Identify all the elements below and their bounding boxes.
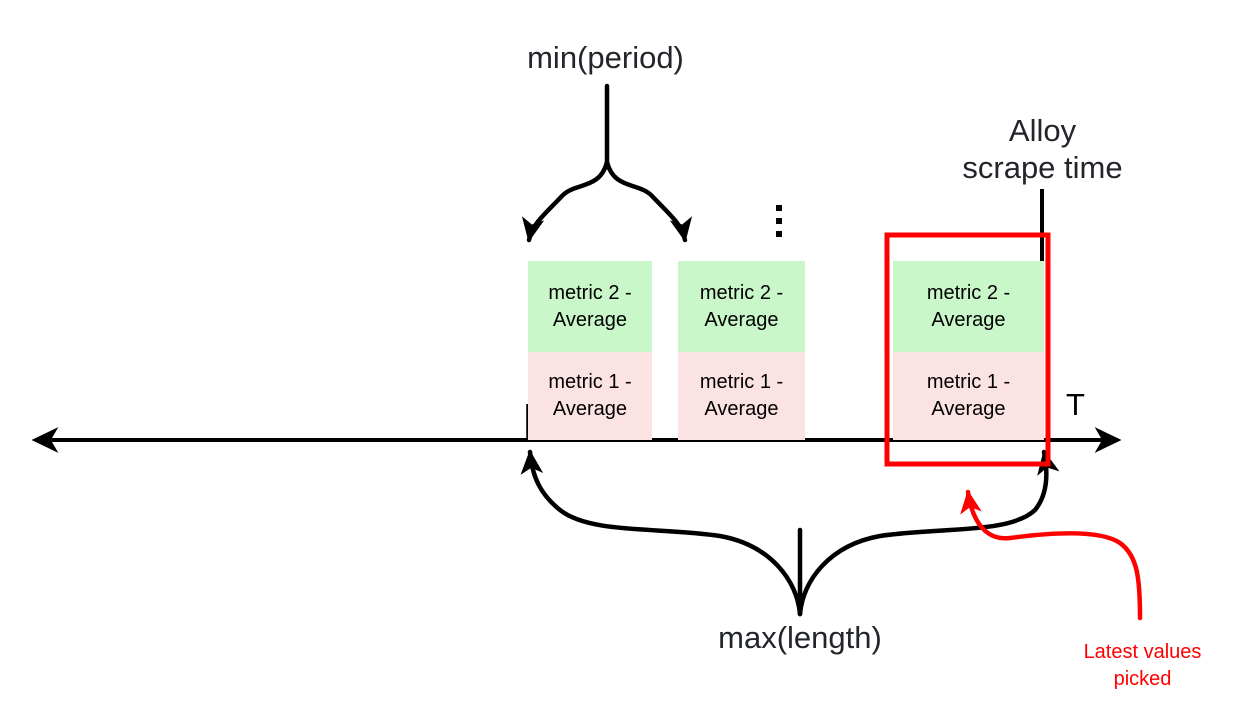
metric-block-2-metric-1-label: metric 1 - Average <box>678 369 805 423</box>
latest-values-picked-label: Latest values picked <box>1060 639 1225 693</box>
metric-block-1-metric-1-line-2: Average <box>552 398 628 420</box>
metric-block-1-metric-2-segment[interactable]: metric 2 - Average <box>528 261 652 352</box>
metric-block-1-metric-1-label: metric 1 - Average <box>528 369 652 423</box>
metric-block-1-metric-2-line-2: Average <box>552 308 628 331</box>
metric-block-2-metric-1-line-2: Average <box>704 398 779 420</box>
metric-block-3-metric-2-line-1: metric 2 - <box>926 281 1011 304</box>
metric-block-3-metric-1-line-2: Average <box>931 398 1006 420</box>
alloy-scrape-time-label: Alloy scrape time <box>930 113 1155 186</box>
metric-block-1-metric-2-label: metric 2 - Average <box>528 280 652 334</box>
metric-block-3-metric-2-segment[interactable]: metric 2 - Average <box>893 261 1044 352</box>
vertical-ellipsis-icon <box>776 205 782 237</box>
metric-block-2-metric-2-label: metric 2 - Average <box>678 280 805 334</box>
metric-block-2-metric-2-line-1: metric 2 - <box>699 281 784 304</box>
time-axis-label: T <box>1066 387 1085 422</box>
metric-block-3-metric-2-line-2: Average <box>931 308 1006 331</box>
min-period-label: min(period) <box>527 40 684 75</box>
metric-block-2-metric-2-segment[interactable]: metric 2 - Average <box>678 261 805 352</box>
ellipsis-dot <box>776 205 782 211</box>
metric-block-2-metric-1-line-1: metric 1 - <box>699 371 784 393</box>
metric-block-3[interactable]: metric 2 - Average metric 1 - Average <box>893 261 1044 440</box>
alloy-scrape-time-line-1: Alloy <box>1008 113 1077 148</box>
metric-block-1[interactable]: metric 2 - Average metric 1 - Average <box>528 261 652 440</box>
latest-values-callout-arrow <box>960 489 1143 621</box>
max-length-label: max(length) <box>718 620 882 655</box>
metric-block-2[interactable]: metric 2 - Average metric 1 - Average <box>678 261 805 440</box>
metric-block-3-metric-1-line-1: metric 1 - <box>926 371 1011 393</box>
metric-block-3-metric-1-label: metric 1 - Average <box>893 369 1044 423</box>
max-length-brace <box>520 449 1060 617</box>
metric-block-2-metric-2-line-2: Average <box>704 308 779 331</box>
latest-values-highlight-rect <box>884 232 1051 467</box>
latest-values-picked-line-2: picked <box>1113 668 1172 690</box>
latest-values-picked-line-1: Latest values <box>1083 641 1202 663</box>
metric-block-1-metric-2-line-1: metric 2 - <box>548 281 632 304</box>
metric-block-1-metric-1-line-1: metric 1 - <box>548 371 632 393</box>
ellipsis-dot <box>776 218 782 224</box>
metric-block-3-metric-1-segment[interactable]: metric 1 - Average <box>893 352 1044 440</box>
alloy-scrape-time-line-2: scrape time <box>962 149 1123 185</box>
ellipsis-dot <box>776 231 782 237</box>
min-period-brace <box>521 83 693 243</box>
metric-block-2-metric-1-segment[interactable]: metric 1 - Average <box>678 352 805 440</box>
metric-block-1-metric-1-segment[interactable]: metric 1 - Average <box>528 352 652 440</box>
metric-block-3-metric-2-label: metric 2 - Average <box>893 280 1044 334</box>
